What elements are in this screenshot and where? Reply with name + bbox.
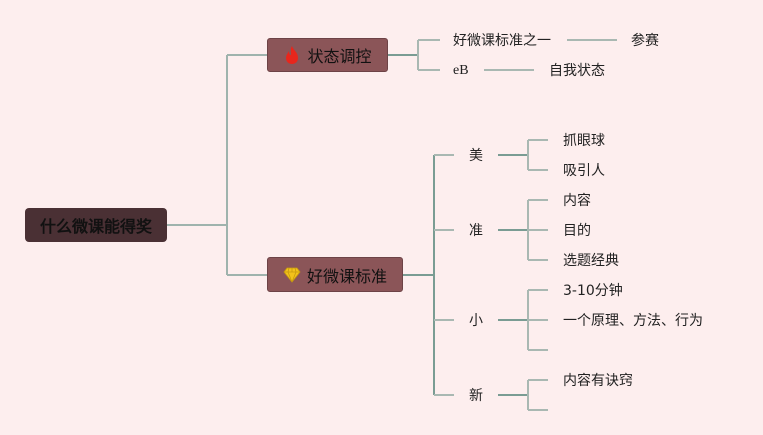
branch-label: 好微课标准 — [306, 266, 387, 286]
topic-eb[interactable]: eB — [453, 63, 469, 78]
topic-standard-one[interactable]: 好微课标准之一 — [453, 33, 551, 49]
topic-eye-catching[interactable]: 抓眼球 — [563, 133, 605, 149]
topic-new[interactable]: 新 — [469, 388, 483, 404]
topic-content-tricks[interactable]: 内容有诀窍 — [563, 373, 633, 389]
topic-accurate[interactable]: 准 — [469, 223, 483, 239]
topic-purpose[interactable]: 目的 — [563, 223, 591, 239]
topic-beauty[interactable]: 美 — [469, 148, 483, 164]
topic-self-state[interactable]: 自我状态 — [549, 63, 605, 79]
diamond-icon — [283, 267, 301, 283]
topic-small[interactable]: 小 — [469, 313, 483, 329]
branch-node-good-microcourse-standard[interactable]: 好微课标准 — [267, 257, 403, 292]
root-label: 什么微课能得奖 — [39, 217, 152, 236]
fire-icon — [283, 45, 301, 65]
branch-node-state-control[interactable]: 状态调控 — [267, 38, 388, 72]
root-node[interactable]: 什么微课能得奖 — [25, 208, 167, 242]
topic-one-principle[interactable]: 一个原理、方法、行为 — [563, 313, 703, 329]
topic-content[interactable]: 内容 — [563, 193, 591, 209]
topic-duration[interactable]: 3-10分钟 — [563, 283, 623, 299]
topic-classic-topic[interactable]: 选题经典 — [563, 253, 619, 269]
topic-compete[interactable]: 参赛 — [631, 33, 659, 49]
branch-label: 状态调控 — [307, 47, 372, 66]
topic-attractive[interactable]: 吸引人 — [563, 163, 605, 179]
